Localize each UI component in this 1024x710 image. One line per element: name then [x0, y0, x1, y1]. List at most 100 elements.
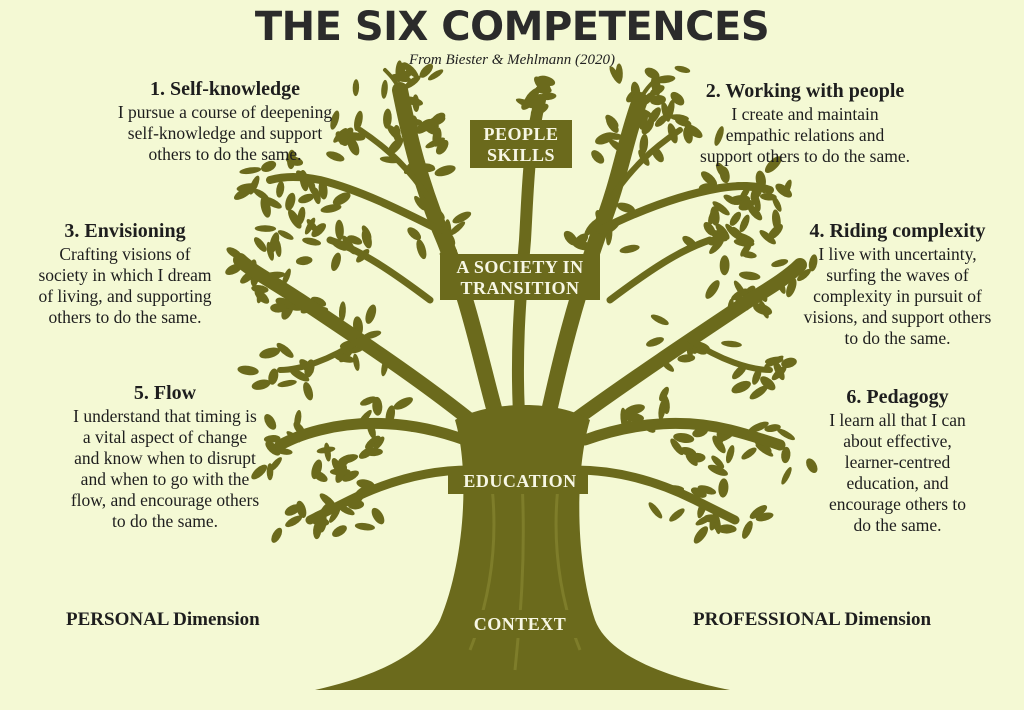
tree-leaf	[786, 278, 797, 298]
tree-leaf	[595, 132, 616, 145]
tree-label-society: A SOCIETY IN TRANSITION	[456, 257, 584, 298]
tree-leaf	[276, 342, 294, 358]
tree-leaf	[352, 353, 360, 371]
tree-branch	[274, 417, 471, 451]
tree-leaf	[772, 196, 782, 212]
competence-heading: 5. Flow	[133, 382, 197, 404]
tree-leaf	[352, 79, 360, 97]
tree-leaf	[383, 108, 392, 129]
tree-leaf	[276, 181, 285, 198]
competence-heading: 1. Self-knowledge	[150, 78, 300, 100]
tree-branch	[277, 337, 363, 373]
tree-leaf	[330, 110, 340, 130]
tree-leaf	[740, 251, 757, 259]
tree-leaf	[277, 379, 297, 388]
tree-leaf	[282, 268, 291, 285]
tree-leaf	[808, 254, 818, 272]
competence-text: Crafting visions of society in which I d…	[38, 244, 212, 327]
tree-leaf	[708, 206, 719, 225]
tree-branch	[305, 465, 475, 525]
tree-leaf	[729, 211, 742, 226]
tree-leaf	[714, 126, 724, 146]
tree-leaf	[783, 179, 792, 196]
competence-flow: 5. Flow I understand that timing is a vi…	[30, 382, 300, 532]
tree-branch	[568, 258, 807, 427]
tree-leaf	[331, 252, 341, 271]
tree-leaf	[755, 443, 774, 457]
tree-leaf	[284, 504, 301, 516]
tree-leaf	[767, 224, 783, 240]
tree-leaf	[419, 63, 433, 78]
tree-leaf	[332, 192, 351, 206]
tree-leaf	[781, 446, 791, 464]
plaque-society	[440, 254, 600, 300]
tree-leaf	[764, 424, 781, 433]
tree-leaf	[347, 136, 360, 156]
tree-leaf	[269, 232, 280, 253]
competence-self-knowledge: 1. Self-knowledge I pursue a course of d…	[75, 78, 375, 165]
tree-leaf	[266, 463, 274, 481]
tree-leaf	[329, 468, 351, 476]
tree-leaf	[679, 446, 697, 457]
tree-leaf	[337, 454, 352, 468]
tree-leaf	[452, 211, 472, 224]
plaque-education	[448, 468, 588, 494]
competence-heading: 3. Envisioning	[64, 220, 186, 242]
tree-leaf	[654, 75, 676, 84]
tree-leaf	[254, 289, 270, 304]
tree-leaf	[771, 366, 787, 381]
tree-leaf	[703, 514, 720, 523]
tree-leaf	[311, 459, 323, 480]
tree-leaf	[414, 195, 426, 211]
tree-leaf	[342, 470, 359, 482]
tree-leaf	[741, 447, 757, 460]
tree-leaf	[354, 522, 375, 531]
tree-leaf	[670, 91, 685, 106]
tree-leaf	[683, 126, 693, 144]
tree-leaf	[259, 347, 281, 359]
tree-leaf	[646, 337, 664, 347]
tree-leaf	[265, 441, 281, 456]
tree-leaf	[448, 221, 466, 236]
tree-leaf	[644, 67, 660, 80]
tree-leaf	[619, 244, 640, 254]
tree-leaf	[749, 385, 768, 400]
tree-leaf	[749, 505, 768, 519]
tree-leaf	[277, 230, 294, 240]
tree-leaf	[705, 280, 720, 299]
tree-leaf	[294, 410, 302, 429]
tree-leaf	[311, 223, 327, 238]
tree-leaf	[712, 435, 726, 454]
tree-leaf	[524, 87, 541, 103]
tree-leaf	[285, 192, 296, 211]
tree-leaf	[650, 95, 666, 106]
tree-leaf	[806, 458, 818, 474]
tree-leaf	[251, 464, 268, 480]
tree-leaf	[641, 118, 654, 135]
competence-heading: 6. Pedagogy	[846, 386, 949, 408]
tree-leaf	[239, 167, 262, 175]
tree-leaf	[624, 413, 644, 423]
tree-leaf	[650, 314, 669, 326]
tree-leaf	[659, 386, 669, 402]
tree-branch	[357, 127, 433, 203]
tree-leaf	[753, 193, 761, 212]
tree-leaf	[347, 235, 363, 245]
tree-leaf	[371, 507, 385, 525]
tree-leaf	[261, 160, 277, 172]
tree-leaf	[675, 117, 692, 127]
tree-leaf	[254, 225, 277, 232]
tree-leaf	[298, 193, 315, 204]
tree-leaf	[237, 365, 259, 376]
tree-leaf	[333, 128, 348, 143]
tree-leaf	[712, 201, 730, 216]
tree-leaf	[739, 214, 750, 233]
tree-leaf	[332, 525, 347, 537]
tree-leaf	[721, 340, 742, 348]
tree-branch	[638, 78, 657, 102]
tree-leaf	[285, 156, 304, 166]
tree-leaf	[381, 79, 388, 99]
tree-leaf	[748, 421, 769, 433]
tree-leaf	[731, 380, 751, 394]
